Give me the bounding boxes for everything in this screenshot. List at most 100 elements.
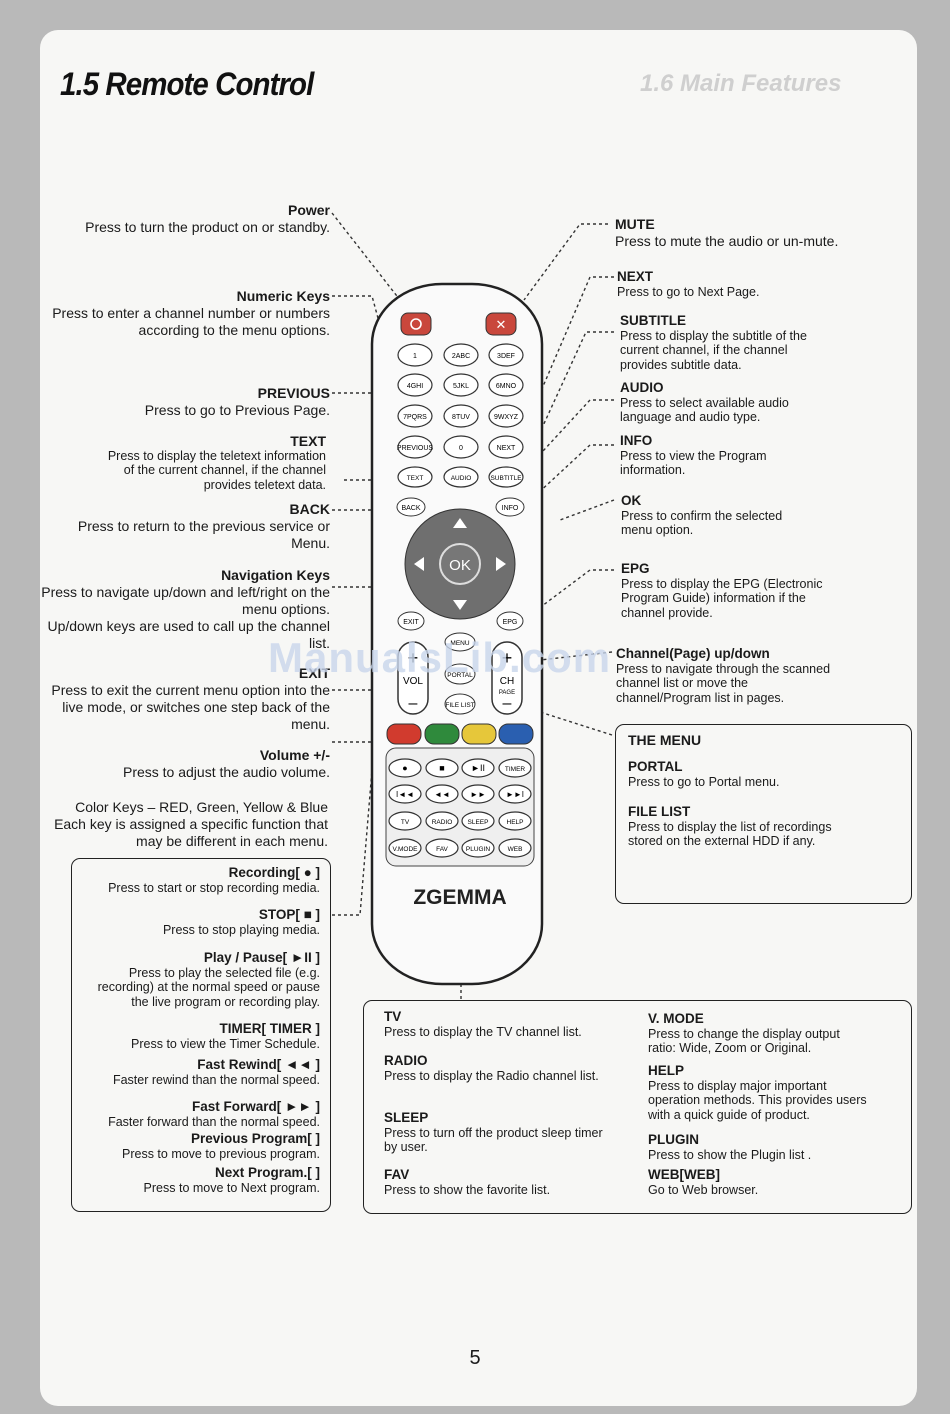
- num-key-9[interactable]: [488, 404, 524, 428]
- num-key-1[interactable]: [397, 343, 433, 367]
- ok-button[interactable]: [439, 543, 481, 585]
- transport-key-3[interactable]: [461, 758, 495, 778]
- num-key-12[interactable]: [488, 435, 524, 459]
- exit-button[interactable]: [397, 611, 425, 631]
- transport-key-1-label: ●: [402, 763, 407, 773]
- num-key-8[interactable]: [443, 404, 479, 428]
- num-key-2[interactable]: [443, 343, 479, 367]
- color-key-4[interactable]: [498, 723, 534, 745]
- row-key-audio[interactable]: [443, 466, 479, 488]
- mute-button[interactable]: [485, 312, 517, 336]
- channel-rocker[interactable]: [491, 641, 523, 715]
- page-number: 5: [469, 1347, 481, 1369]
- color-key-2[interactable]: [424, 723, 460, 745]
- row-key-text[interactable]: [397, 466, 433, 488]
- num-key-11[interactable]: [443, 435, 479, 459]
- transport-key-2[interactable]: [425, 758, 459, 778]
- info-button[interactable]: [495, 497, 525, 517]
- row-key-subtitle-label: SUBTITLE: [490, 475, 522, 482]
- func-key-tv[interactable]: [388, 811, 422, 831]
- epg-button-label: EPG: [503, 619, 518, 626]
- up-arrow-icon: [453, 518, 467, 528]
- num-key-3[interactable]: [488, 343, 524, 367]
- seek-key-1-label: I◄◄: [396, 790, 414, 799]
- epg-button[interactable]: [496, 611, 524, 631]
- label-volume: Volume +/-Press to adjust the audio volu…: [122, 747, 330, 780]
- num-key-4[interactable]: [397, 373, 433, 397]
- page-label: PAGE: [499, 690, 515, 696]
- back-button[interactable]: [396, 497, 426, 517]
- num-key-6-label: 6MNO: [496, 383, 517, 390]
- transport-key-4[interactable]: [498, 758, 532, 778]
- func2-key-web-label: WEB: [508, 846, 523, 853]
- func2-key-plugin-label: PLUGIN: [466, 846, 491, 853]
- func-key-sleep[interactable]: [461, 811, 495, 831]
- file-list-button-label: FILE LIST: [445, 702, 474, 709]
- label-play-pause: Play / Pause[ ►II ]Press to play the sel…: [97, 950, 320, 1009]
- info-button-label: INFO: [502, 505, 519, 512]
- func-key-tv-label: TV: [401, 819, 410, 826]
- portal-button[interactable]: [444, 663, 476, 685]
- transport-key-3-label: ►II: [471, 763, 485, 773]
- num-key-11-label: 0: [459, 445, 463, 452]
- label-fast-rewind: Fast Rewind[ ◄◄ ]Faster rewind than the …: [112, 1057, 320, 1087]
- label-fast-forward: Fast Forward[ ►► ]Faster forward than th…: [108, 1099, 320, 1129]
- seek-key-4[interactable]: [498, 784, 532, 804]
- func2-key-fav[interactable]: [425, 838, 459, 858]
- seek-key-1[interactable]: [388, 784, 422, 804]
- seek-key-2[interactable]: [425, 784, 459, 804]
- power-button[interactable]: [400, 312, 432, 336]
- num-key-7[interactable]: [397, 404, 433, 428]
- svg-text:–: –: [409, 695, 418, 712]
- func2-key-web[interactable]: [498, 838, 532, 858]
- func2-key-vmode[interactable]: [388, 838, 422, 858]
- right-arrow-icon: [496, 557, 506, 571]
- svg-text:+: +: [502, 648, 513, 668]
- color-key-3[interactable]: [461, 723, 497, 745]
- num-key-5[interactable]: [443, 373, 479, 397]
- func-key-sleep-label: SLEEP: [468, 819, 489, 826]
- label-stop: STOP[ ■ ]Press to stop playing media.: [162, 907, 320, 937]
- seek-key-3-label: ►►: [470, 790, 486, 799]
- seek-key-4-label: ►►I: [506, 790, 524, 799]
- row-key-subtitle[interactable]: [488, 466, 524, 488]
- seek-key-3[interactable]: [461, 784, 495, 804]
- back-button-label: BACK: [401, 505, 420, 512]
- menu-button[interactable]: [444, 632, 476, 652]
- func2-key-fav-label: FAV: [436, 846, 448, 853]
- num-key-10[interactable]: [397, 435, 433, 459]
- num-key-2-label: 2ABC: [452, 353, 470, 360]
- func-key-help[interactable]: [498, 811, 532, 831]
- watermark: ManualsLib.com: [268, 634, 612, 681]
- color-key-1[interactable]: [386, 723, 422, 745]
- label-web: WEB[WEB]Go to Web browser.: [648, 1167, 759, 1197]
- func2-key-vmode-label: V.MODE: [392, 846, 418, 853]
- transport-key-2-label: ■: [439, 763, 444, 773]
- num-key-3-label: 3DEF: [497, 353, 515, 360]
- left-arrow-icon: [414, 557, 424, 571]
- file-list-button[interactable]: [444, 693, 476, 715]
- transport-key-1[interactable]: [388, 758, 422, 778]
- exit-button-label: EXIT: [403, 619, 419, 626]
- volume-rocker[interactable]: [397, 641, 429, 715]
- menu-box-title: THE MENU: [628, 732, 702, 748]
- seek-key-2-label: ◄◄: [434, 790, 450, 799]
- num-key-6[interactable]: [488, 373, 524, 397]
- func2-key-plugin[interactable]: [461, 838, 495, 858]
- func-key-radio[interactable]: [425, 811, 459, 831]
